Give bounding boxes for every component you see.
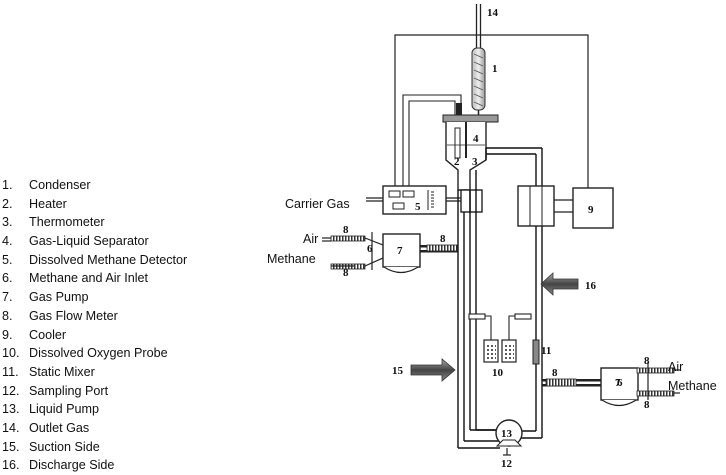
label-flowmeter: 8 (552, 367, 558, 379)
legend-item: 15.Suction Side (2, 439, 100, 454)
legend-item: 1.Condenser (2, 178, 91, 192)
discharge-arrow (540, 272, 579, 296)
label-flowmeter: 8 (644, 355, 650, 367)
legend-item: 12.Sampling Port (2, 383, 109, 398)
label-cooler: 9 (588, 204, 594, 216)
label-static-mixer: 11 (541, 345, 551, 357)
legend-item: 10.Dissolved Oxygen Probe (2, 346, 168, 361)
legend-item: 11.Static Mixer (2, 364, 95, 379)
label-inlet-left: 6 (367, 243, 373, 255)
label-suction-side: 15 (392, 365, 404, 377)
right-flow-meters (545, 362, 680, 400)
carrier-gas-label: Carrier Gas (285, 197, 350, 211)
left-gas-pump (382, 233, 458, 274)
suction-arrow (410, 358, 456, 382)
separator-lid (442, 103, 499, 123)
signal-loop-line (394, 34, 589, 188)
legend-item: 7.Gas Pump (2, 290, 89, 305)
legend-item: 3.Thermometer (2, 215, 105, 230)
label-pump-right: 7 (615, 377, 621, 389)
sampling-port (503, 448, 511, 456)
label-flowmeter: 8 (644, 399, 650, 411)
label-flowmeter: 8 (343, 224, 349, 236)
junction-box (460, 189, 483, 213)
legend-item: 16.Discharge Side (2, 458, 115, 473)
condenser (471, 47, 486, 118)
label-flowmeter: 8 (440, 233, 446, 245)
cooler-exchanger (517, 185, 573, 227)
legend-item: 13.Liquid Pump (2, 402, 100, 417)
label-inlet-right: 6 (617, 377, 623, 389)
legend-item: 6.Methane and Air Inlet (2, 271, 149, 286)
legend-item: 2.Heater (2, 196, 67, 211)
gas-liquid-separator (445, 122, 487, 191)
label-detector: 5 (415, 201, 421, 213)
left-flow-meters (322, 232, 458, 270)
dissolved-methane-detector (382, 185, 447, 215)
methane-label-left: Methane (267, 252, 316, 266)
label-do-probe: 10 (492, 367, 504, 379)
static-mixer (532, 339, 540, 365)
air-label-right: Air (668, 360, 683, 374)
cooler (572, 187, 614, 229)
legend-item: 5.Dissolved Methane Detector (2, 252, 188, 267)
outlet-gas-line (475, 4, 482, 50)
legend-item: 4.Gas-Liquid Separator (2, 234, 149, 249)
label-flowmeter: 8 (343, 267, 349, 279)
label-separator: 4 (473, 133, 479, 145)
label-discharge-side: 16 (585, 280, 597, 292)
dissolved-oxygen-probes (468, 313, 532, 363)
air-label-left: Air (303, 232, 318, 246)
legend-item: 8.Gas Flow Meter (2, 308, 118, 323)
methane-label-right: Methane (668, 379, 717, 393)
label-heater: 2 (454, 156, 460, 168)
label-condenser: 1 (492, 63, 498, 75)
right-gas-pump (542, 367, 639, 407)
label-sampling-port: 12 (501, 458, 513, 470)
label-liquid-pump: 13 (501, 428, 513, 440)
legend-item: 9.Cooler (2, 327, 67, 342)
label-pump-left: 7 (397, 245, 403, 257)
legend-item: 14.Outlet Gas (2, 420, 90, 435)
liquid-pump (495, 419, 523, 447)
component-legend: 1.Condenser 2.Heater 3.Thermometer 4.Gas… (2, 176, 187, 475)
label-thermometer: 3 (472, 156, 478, 168)
label-outlet-gas: 14 (487, 7, 499, 19)
